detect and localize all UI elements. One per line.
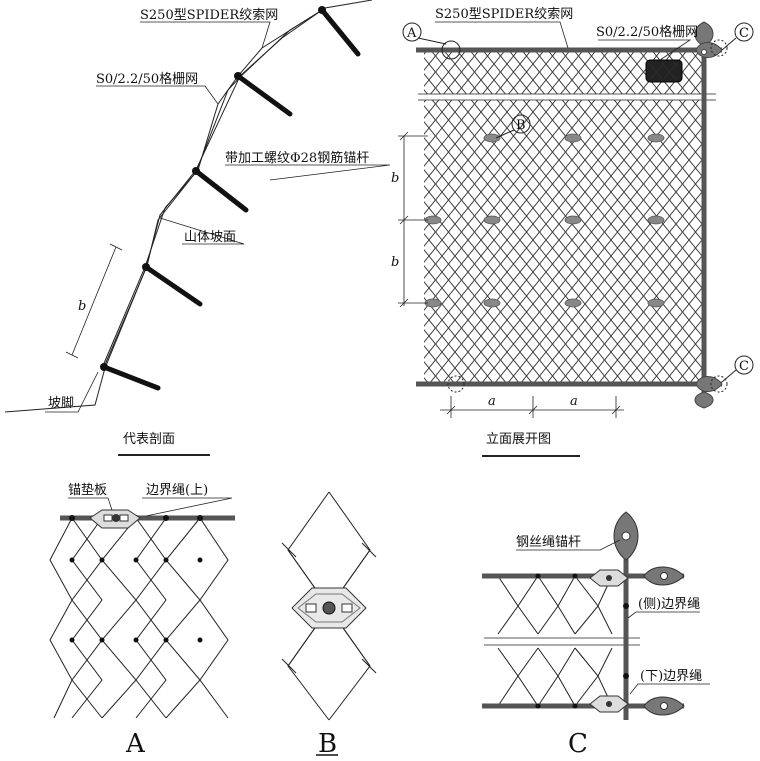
dim-b2-label: b xyxy=(391,255,399,270)
callout-b: B xyxy=(516,118,526,133)
callouts xyxy=(402,22,754,393)
detail-c-anchors xyxy=(613,511,685,716)
section-net-label: S250型SPIDER绞索网 xyxy=(140,7,278,23)
anchor-pads-grid xyxy=(424,133,665,308)
dim-a1-label: a xyxy=(488,394,496,409)
dim-a2-label: a xyxy=(570,394,578,409)
slope-surface xyxy=(4,0,373,413)
mesh-main xyxy=(424,100,704,383)
detail-a-letter: A xyxy=(125,729,146,759)
elevation-grid-label: S0/2.2/50格栅网 xyxy=(596,24,698,40)
detail-a: 锚垫板 边界绳(上) A xyxy=(49,482,235,759)
break-lines xyxy=(418,93,716,101)
callout-c-bottom: C xyxy=(739,359,749,374)
detail-b: B xyxy=(281,491,377,759)
detail-c-mesh xyxy=(497,575,613,707)
section-leaders xyxy=(45,21,391,413)
detail-b-plate xyxy=(291,587,367,629)
net-line-outer xyxy=(101,9,323,369)
section-grid-label: S0/2.2/50格栅网 xyxy=(96,71,198,87)
dim-b1-label: b xyxy=(391,171,399,186)
anchor-rods xyxy=(101,7,361,391)
side-anchors xyxy=(694,21,723,409)
dim-a-elevation xyxy=(440,396,624,418)
dim-b-elevation xyxy=(398,131,428,308)
detail-c-letter: C xyxy=(568,729,588,759)
elevation-leaders xyxy=(435,21,692,61)
dim-b-section xyxy=(65,243,123,359)
detail-c-anchor-label: 钢丝绳锚杆 xyxy=(516,535,581,550)
net-line-inner xyxy=(103,8,325,368)
section-toe-label: 坡脚 xyxy=(48,395,74,411)
callout-a: A xyxy=(406,26,417,41)
detail-a-rope-label: 边界绳(上) xyxy=(146,483,208,498)
section-view: b S250型SPIDER绞索网 S0/2.2/50格栅网 带加工螺纹Φ28钢筋… xyxy=(4,0,391,456)
callout-c-top: C xyxy=(739,26,749,41)
detail-a-mesh xyxy=(49,517,229,719)
detail-c: 钢丝绳锚杆 (侧)边界绳 (下)边界绳 C xyxy=(482,511,710,759)
section-caption: 代表剖面 xyxy=(123,432,175,447)
section-anchor-label: 带加工螺纹Φ28钢筋锚杆 xyxy=(225,150,369,166)
detail-a-plate xyxy=(89,509,141,529)
elevation-caption: 立面展开图 xyxy=(486,432,551,447)
elevation-view: A B C C S250型SPIDER绞索网 S0/2.2/50格栅网 b b xyxy=(391,6,754,457)
detail-b-letter: B xyxy=(318,729,337,759)
section-slope-label: 山体坡面 xyxy=(184,230,236,245)
dim-b-label: b xyxy=(78,299,86,314)
detail-a-pad-label: 锚垫板 xyxy=(68,482,107,498)
detail-c-plates xyxy=(589,569,629,713)
detail-c-side-label: (侧)边界绳 xyxy=(638,597,700,612)
anchor-heads xyxy=(100,6,326,371)
elevation-net-label: S250型SPIDER绞索网 xyxy=(435,6,573,22)
detail-c-bottom-label: (下)边界绳 xyxy=(640,669,702,684)
